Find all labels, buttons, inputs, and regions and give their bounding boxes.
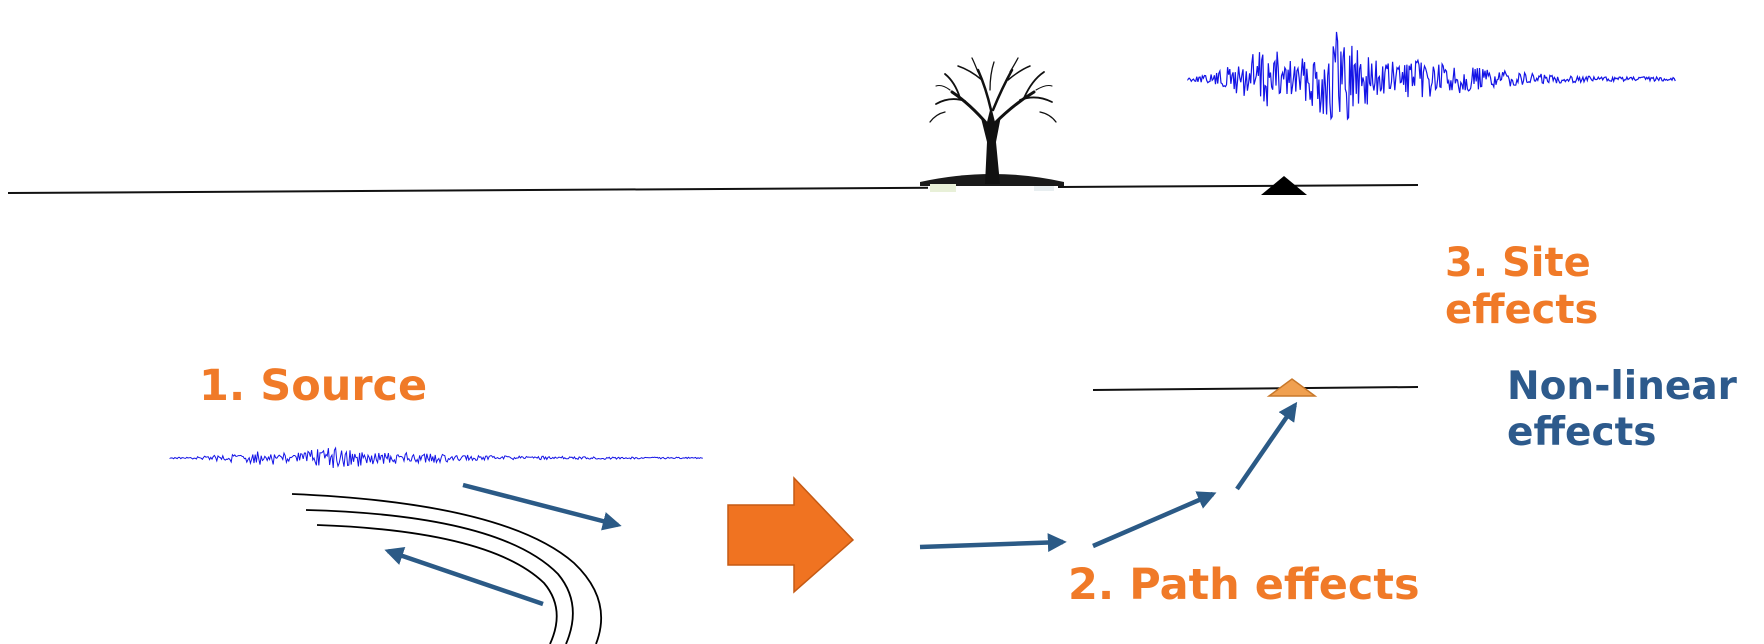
source-waveform	[169, 446, 703, 469]
source-label: 1. Source	[199, 361, 428, 411]
path-effects-label: 2. Path effects	[1068, 560, 1420, 610]
path-arrow-2	[1092, 491, 1217, 549]
rupture-arrow-left	[384, 546, 544, 607]
tree-icon	[920, 57, 1064, 193]
path-arrow-3	[1235, 401, 1298, 491]
site-effects-label: 3. Site effects	[1445, 240, 1598, 334]
ground-line-top	[7, 184, 1419, 194]
site-effects-line1: 3. Site	[1445, 240, 1591, 286]
station-triangle-site	[1266, 378, 1318, 397]
path-arrow-1	[919, 533, 1067, 552]
site-effects-line2: effects	[1445, 287, 1599, 334]
right-block-arrow-icon	[727, 476, 855, 594]
recorded-waveform	[1187, 31, 1676, 121]
fault-curves	[291, 493, 603, 644]
station-triangle-top	[1261, 176, 1307, 195]
non-linear-effects-label: Non-linear effects	[1507, 364, 1737, 456]
non-linear-line1: Non-linear	[1507, 364, 1737, 409]
rupture-arrow-right	[462, 482, 622, 531]
non-linear-line2: effects	[1507, 410, 1657, 456]
ground-line-bottom	[1092, 386, 1419, 391]
